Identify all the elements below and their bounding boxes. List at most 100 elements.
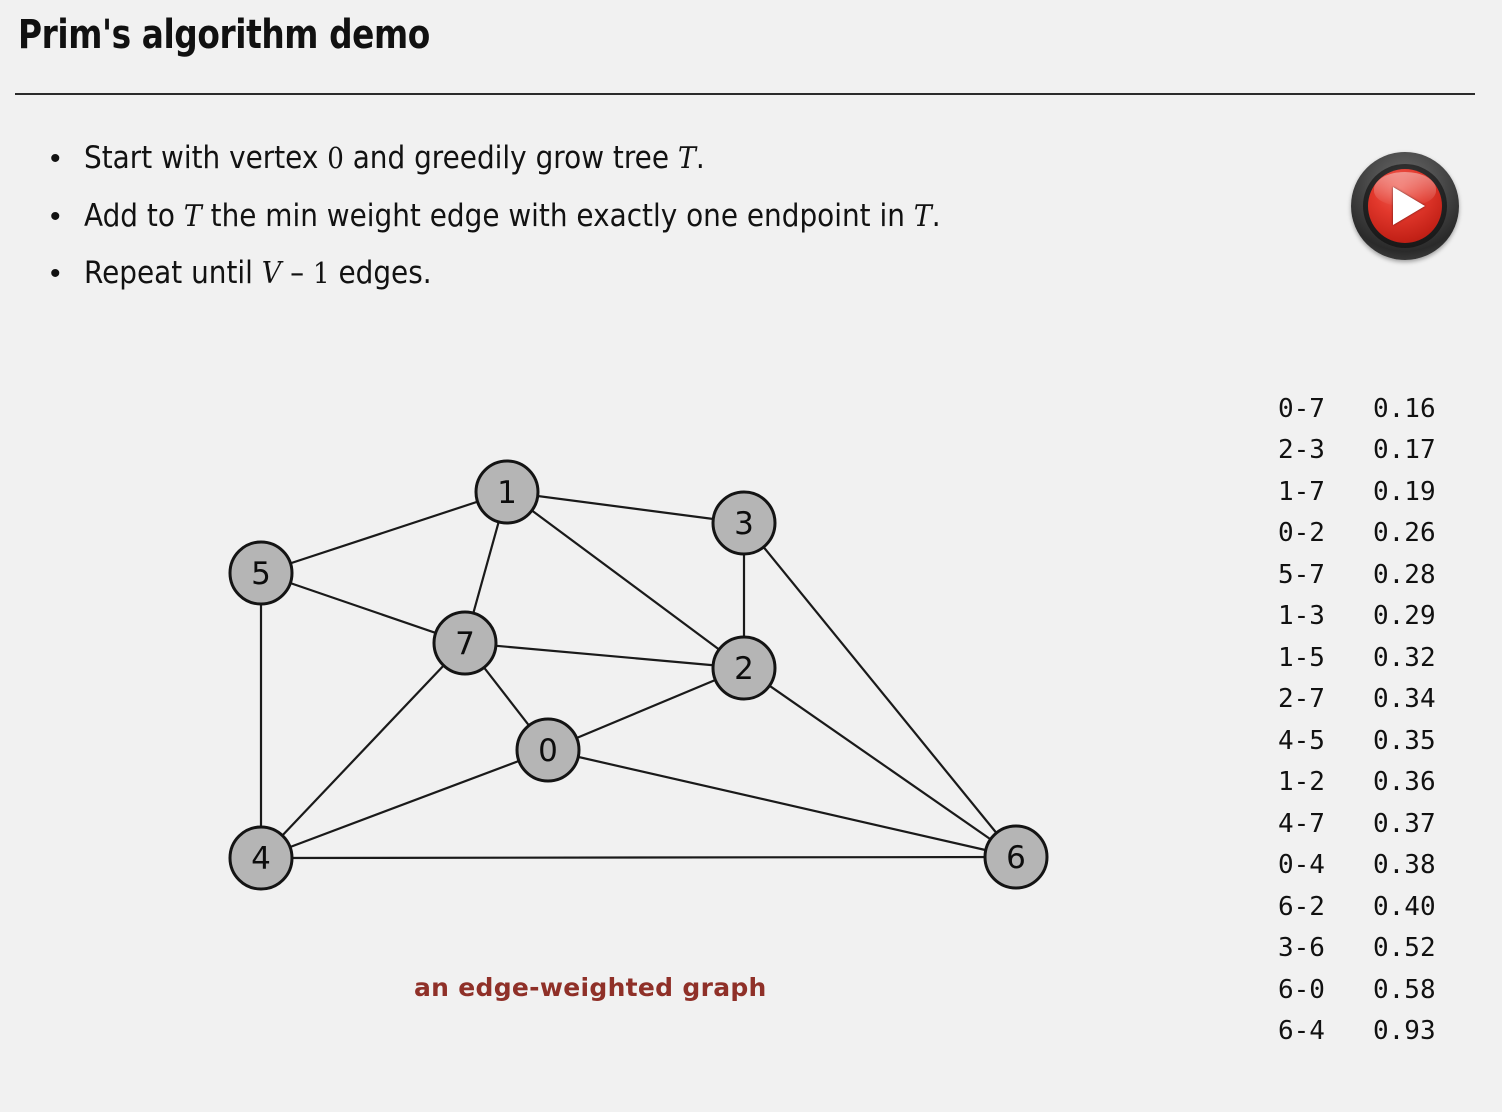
graph-edge-group	[259, 490, 1017, 860]
graph-node-circle-7	[432, 610, 498, 676]
bullet-1-part-2: the min weight edge with exactly one end…	[201, 197, 914, 234]
edge-pair: 1-3	[1278, 601, 1325, 632]
graph-node-2[interactable]: 2	[711, 635, 777, 701]
graph-edge-6-0	[547, 748, 1017, 859]
play-button-face	[1368, 169, 1442, 243]
bullet-marker-icon: •	[50, 199, 61, 233]
graph-node-0[interactable]: 0	[515, 717, 581, 783]
bullet-marker-icon: •	[50, 142, 61, 175]
bullet-item: •Repeat until V – 1 edges.	[50, 255, 1320, 292]
graph-edge-6-4	[260, 855, 1017, 860]
graph-node-1[interactable]: 1	[474, 459, 540, 525]
edge-pair: 4-7	[1278, 808, 1325, 839]
edge-weight: 0.17	[1373, 435, 1436, 466]
edge-weight: 0.93	[1373, 1016, 1436, 1047]
bullet-1-part-0: Add to	[84, 197, 184, 234]
graph-edge-1-5	[260, 490, 508, 575]
edge-weight: 0.34	[1373, 684, 1436, 715]
graph-node-5[interactable]: 5	[228, 540, 294, 606]
bullet-0-part-4: .	[695, 140, 705, 176]
title-divider	[15, 93, 1475, 95]
bullet-0-part-2: and greedily grow tree	[343, 140, 678, 176]
play-triangle-icon	[1393, 187, 1425, 225]
edge-pair: 5-7	[1278, 559, 1325, 590]
graph-node-3[interactable]: 3	[711, 490, 777, 556]
edge-pair: 4-5	[1278, 725, 1325, 756]
edge-list-row: 6-4 0.93	[1278, 1011, 1436, 1053]
edge-list-row: 3-6 0.52	[1278, 928, 1436, 970]
bullet-list: • Start with vertex 0 and greedily grow t…	[50, 140, 1320, 313]
graph-node-6[interactable]: 6	[983, 824, 1049, 890]
edge-pair: 0-7	[1278, 393, 1325, 424]
bullet-1-part-4: .	[931, 197, 941, 234]
edge-weight: 0.52	[1373, 933, 1436, 964]
edge-weight: 0.29	[1373, 601, 1436, 632]
edge-list-row: 1-2 0.36	[1278, 762, 1436, 804]
bullet-item: • Add to T the min weight edge with exact…	[50, 198, 1320, 235]
edge-weight: 0.32	[1373, 642, 1436, 673]
edge-pair: 6-0	[1278, 974, 1325, 1005]
bullet-2-part-4: edges.	[329, 255, 432, 292]
edge-list-row: 1-3 0.29	[1278, 596, 1436, 638]
edge-pair: 2-7	[1278, 684, 1325, 715]
graph-edge-3-6	[743, 522, 1017, 858]
graph-node-label-6: 6	[1006, 840, 1026, 876]
edge-pair: 1-7	[1278, 476, 1325, 507]
graph-node-label-4: 4	[251, 841, 271, 877]
edge-pair: 1-2	[1278, 767, 1325, 798]
graph-canvas: 0 1 2 3 4 5 6 7	[228, 459, 1049, 891]
graph-node-label-1: 1	[497, 475, 517, 511]
play-button-ring	[1363, 164, 1447, 248]
edge-list-row: 2-7 0.34	[1278, 679, 1436, 721]
graph-edge-6-2	[743, 667, 1017, 858]
bullet-item: • Start with vertex 0 and greedily grow t…	[50, 140, 1320, 177]
edge-pair: 3-6	[1278, 933, 1325, 964]
graph-node-4[interactable]: 4	[228, 825, 294, 891]
edge-weight: 0.36	[1373, 767, 1436, 798]
edge-list-row: 4-5 0.35	[1278, 720, 1436, 762]
graph-node-label-3: 3	[734, 506, 754, 542]
graph-node-circle-3	[711, 490, 777, 556]
graph-edge-4-7	[260, 642, 466, 859]
graph-node-circle-5	[228, 540, 294, 606]
bullet-0-part-0: Start with vertex	[84, 140, 328, 176]
play-button[interactable]	[1351, 152, 1459, 260]
graph-node-7[interactable]: 7	[432, 610, 498, 676]
edge-weight: 0.40	[1373, 891, 1436, 922]
edge-pair: 2-3	[1278, 435, 1325, 466]
bullet-2-part-0: Repeat until	[84, 255, 262, 292]
bullet-text: Add to T the min weight edge with exactl…	[84, 198, 941, 235]
graph-node-circle-0	[515, 717, 581, 783]
edge-weight: 0.26	[1373, 518, 1436, 549]
page-title: Prim's algorithm demo	[18, 12, 430, 58]
graph-edge-5-7	[260, 571, 466, 645]
graph-node-label-5: 5	[251, 556, 271, 592]
edge-pair: 6-4	[1278, 1016, 1325, 1047]
graph-edge-1-2	[506, 491, 745, 669]
bullet-text: Start with vertex 0 and greedily grow tr…	[84, 140, 705, 177]
graph-edge-2-7	[464, 641, 745, 670]
edge-weight: 0.35	[1373, 725, 1436, 756]
graph-node-label-0: 0	[538, 733, 558, 769]
edge-weighted-graph-figure: 0 1 2 3 4 5 6 7	[180, 420, 1100, 1040]
edge-pair: 0-2	[1278, 518, 1325, 549]
graph-node-circle-4	[228, 825, 294, 891]
bullet-2-part-3: 1	[312, 256, 330, 291]
graph-node-group: 0 1 2 3 4 5 6 7	[228, 459, 1049, 891]
edge-weight: 0.38	[1373, 850, 1436, 881]
graph-edge-0-4	[260, 748, 549, 860]
bullet-marker-icon: •	[50, 257, 61, 291]
edge-list-row: 0-2 0.26	[1278, 513, 1436, 555]
edge-weight: 0.28	[1373, 559, 1436, 590]
graph-node-circle-1	[474, 459, 540, 525]
bullet-1-part-3: T	[913, 198, 932, 234]
edge-list-row: 5-7 0.28	[1278, 554, 1436, 596]
graph-node-circle-2	[711, 635, 777, 701]
edge-weight: 0.58	[1373, 974, 1436, 1005]
edge-list-row: 2-3 0.17	[1278, 430, 1436, 472]
graph-edge-0-2	[547, 666, 745, 752]
